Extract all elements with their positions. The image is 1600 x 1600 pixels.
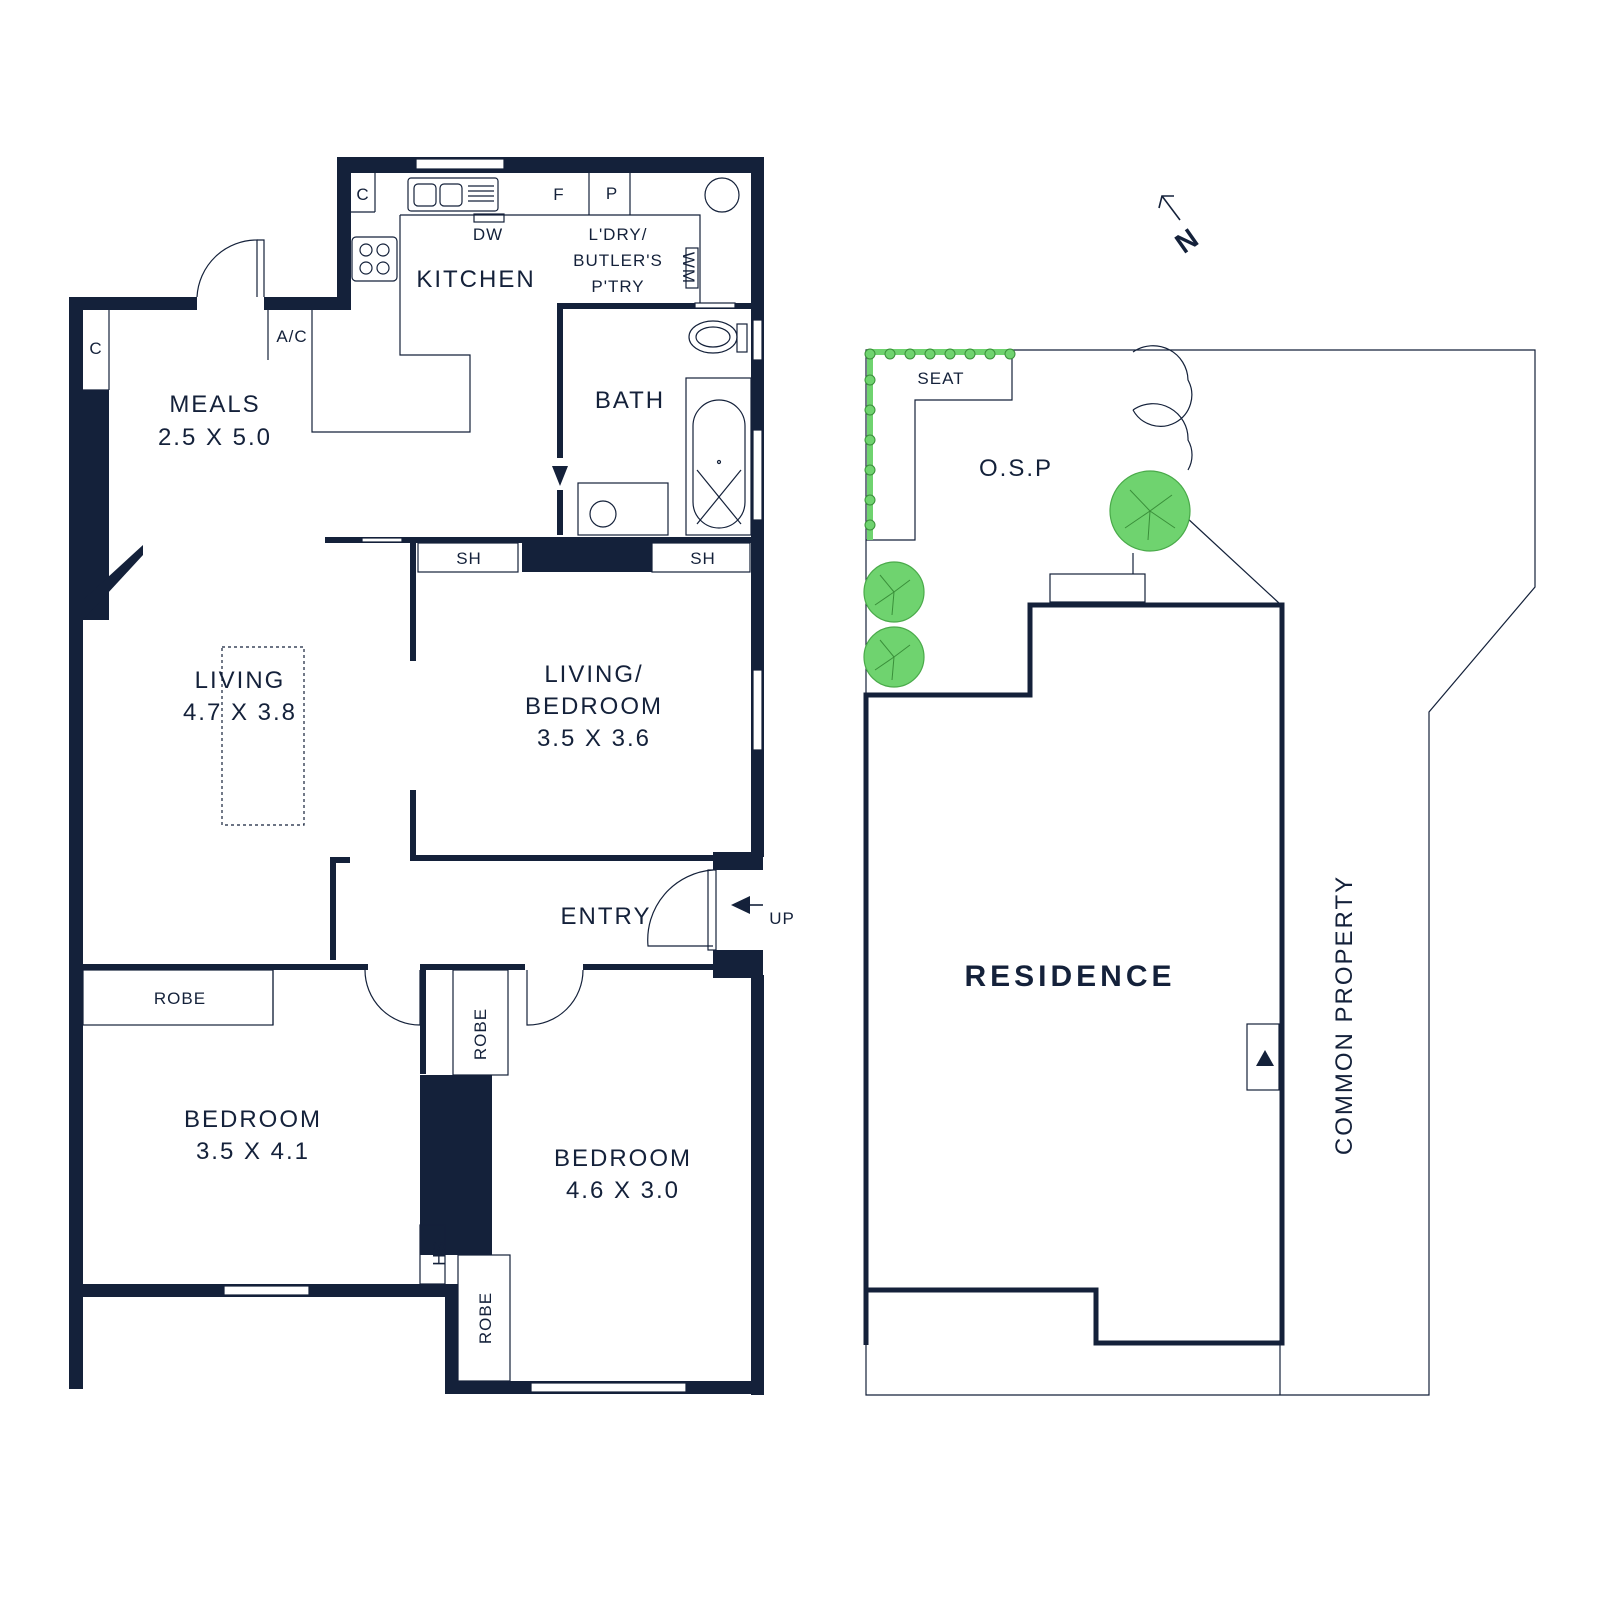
unit-walls xyxy=(69,157,764,1395)
bedroom1-dims: 3.5 X 4.1 xyxy=(196,1138,310,1165)
hedge xyxy=(864,348,1016,540)
robe-label-1: ROBE xyxy=(154,989,206,1008)
seat-label: SEAT xyxy=(917,369,964,388)
common-property-label: COMMON PROPERTY xyxy=(1331,875,1358,1155)
washing-machine-label: WM xyxy=(679,252,698,284)
toilet-icon xyxy=(688,320,748,354)
sink-icon xyxy=(407,177,505,223)
shrub-icon xyxy=(863,561,925,688)
bath-door-arrow-icon xyxy=(552,466,568,486)
robe-label-2: ROBE xyxy=(471,1008,490,1060)
bedroom2-label: BEDROOM xyxy=(554,1145,692,1172)
bedroom1-label: BEDROOM xyxy=(184,1106,322,1133)
site-boundary xyxy=(865,345,1536,1396)
living-bedroom-label-2: BEDROOM xyxy=(525,693,663,720)
fridge-label: F xyxy=(553,185,564,204)
kitchen-fixtures xyxy=(351,177,748,529)
shelves-label-1: SH xyxy=(456,549,482,568)
living-bedroom-label-1: LIVING/ xyxy=(544,661,643,688)
meals-dims: 2.5 X 5.0 xyxy=(158,424,272,451)
bathtub-icon xyxy=(692,399,746,529)
tree-icon xyxy=(1109,470,1191,552)
north-label: N xyxy=(1169,222,1203,259)
cupboard-label-kitchen: C xyxy=(356,185,369,204)
osp-label: O.S.P xyxy=(979,455,1053,482)
bedroom2-dims: 4.6 X 3.0 xyxy=(566,1177,680,1204)
robe-label-3: ROBE xyxy=(476,1292,495,1344)
north-arrow-icon: N xyxy=(1158,195,1204,259)
air-conditioner-label: A/C xyxy=(276,327,307,346)
residence-outline xyxy=(863,602,1285,1346)
cooktop-icon xyxy=(351,236,398,282)
meals-label: MEALS xyxy=(169,391,260,418)
laundry-label-1: L'DRY/ xyxy=(588,225,647,244)
dishwasher-label: DW xyxy=(473,225,503,244)
basin-icon xyxy=(589,500,617,528)
entry-arrow-icon xyxy=(731,896,763,914)
shelves-label-3: SH xyxy=(429,1241,448,1267)
kitchen-label: KITCHEN xyxy=(416,266,535,293)
site-labels: SEAT O.S.P RESIDENCE COMMON PROPERTY xyxy=(917,369,1358,1155)
up-label: UP xyxy=(769,909,795,928)
pantry-label: P xyxy=(606,184,618,203)
hot-water-tank-icon xyxy=(704,177,740,213)
cupboard-label-meals: C xyxy=(89,339,102,358)
laundry-label-3: P'TRY xyxy=(591,277,644,296)
living-bedroom-dims: 3.5 X 3.6 xyxy=(537,725,651,752)
laundry-label-2: BUTLER'S xyxy=(573,251,663,270)
door-swings xyxy=(196,239,717,1026)
bath-label: BATH xyxy=(595,387,665,414)
living-label: LIVING xyxy=(195,667,286,694)
shelves-label-2: SH xyxy=(690,549,716,568)
room-labels: MEALS 2.5 X 5.0 KITCHEN L'DRY/ BUTLER'S … xyxy=(158,225,692,1204)
interior-lines xyxy=(82,173,752,1382)
windows xyxy=(223,158,763,1393)
fixture-labels: C C F P DW WM A/C SH SH SH ROBE ROBE ROB… xyxy=(89,184,795,1344)
residence-label: RESIDENCE xyxy=(964,960,1175,993)
living-dims: 4.7 X 3.8 xyxy=(183,699,297,726)
entry-label: ENTRY xyxy=(561,903,652,930)
